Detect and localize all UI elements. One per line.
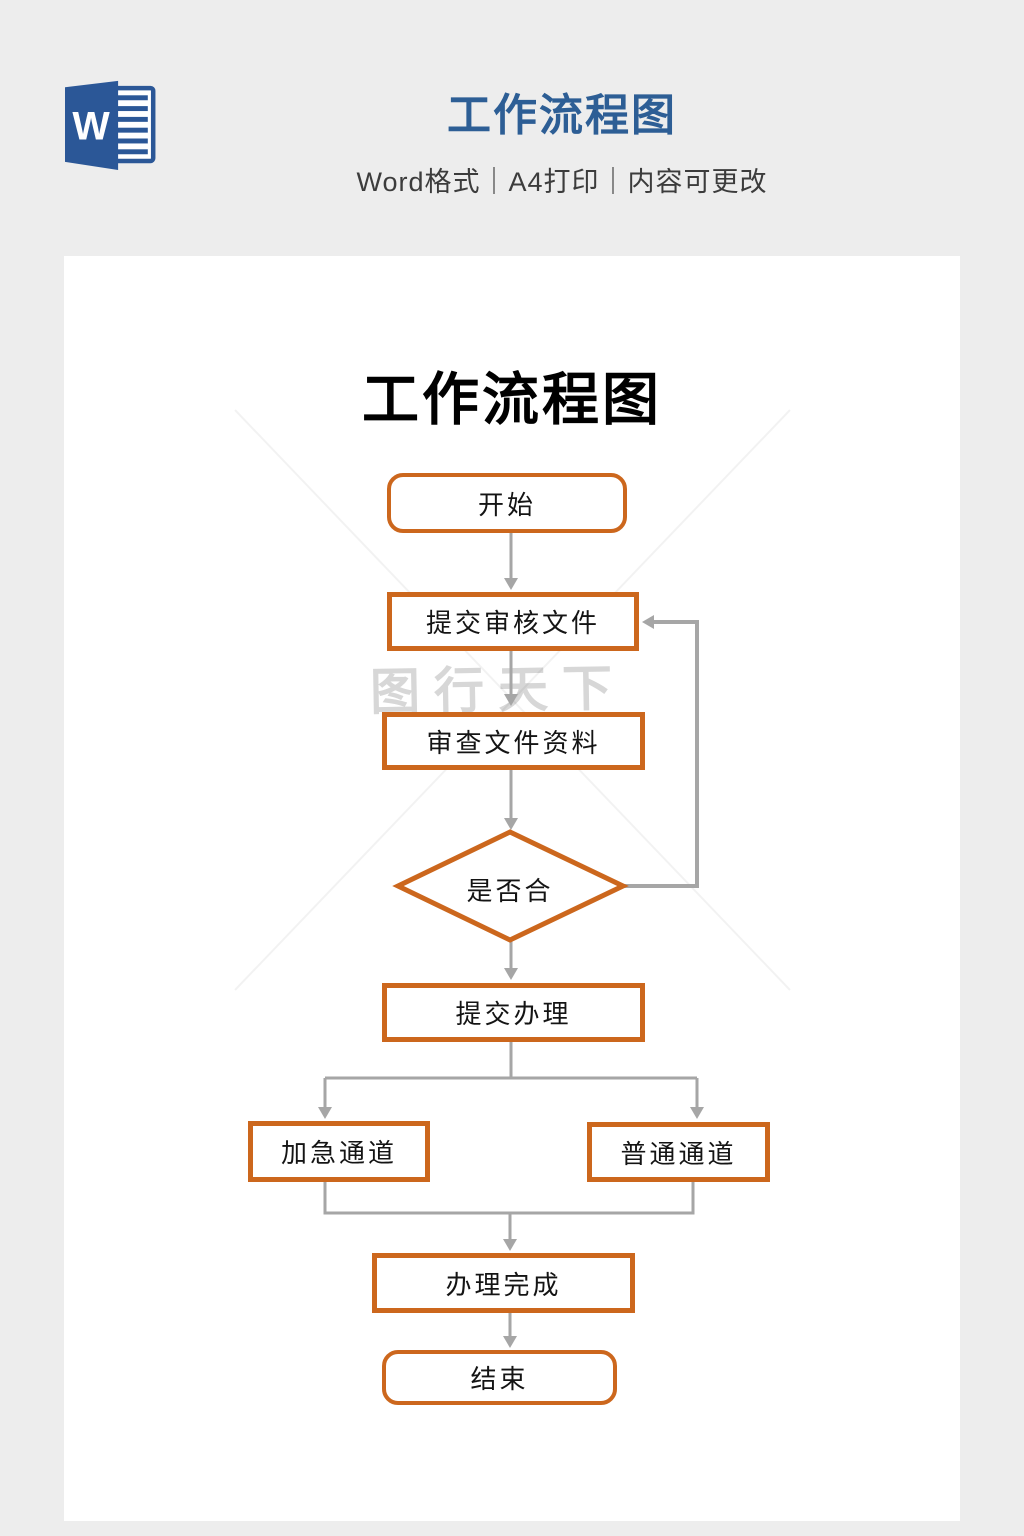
template-title: 工作流程图 — [447, 91, 677, 140]
template-subtitle: Word格式｜A4打印｜内容可更改 — [356, 167, 768, 198]
node-submit-process: 提交办理 — [382, 983, 645, 1042]
connector-lines — [323, 533, 699, 1336]
node-label: 加急通道 — [280, 1139, 397, 1168]
node-review-docs: 审查文件资料 — [382, 712, 645, 770]
flowchart-title: 工作流程图 — [362, 369, 662, 432]
word-letter: W — [72, 104, 110, 148]
node-label: 审查文件资料 — [426, 728, 601, 758]
node-normal-channel: 普通通道 — [587, 1122, 770, 1182]
flowchart-connectors — [234, 409, 791, 1348]
connector-arrowheads — [318, 578, 704, 1348]
node-label: 开始 — [477, 490, 536, 520]
feedback-loop-line — [623, 620, 699, 888]
node-label: 办理完成 — [445, 1270, 562, 1300]
word-logo-icon: W — [64, 80, 156, 170]
node-end: 结束 — [382, 1350, 617, 1405]
node-complete: 办理完成 — [372, 1253, 635, 1313]
template-banner: W 工作流程图 Word格式｜A4打印｜内容可更改 — [0, 0, 1024, 256]
node-decision-label: 是否合 — [466, 877, 554, 906]
node-decision-shape — [392, 829, 629, 943]
node-submit-review: 提交审核文件 — [387, 592, 639, 651]
node-label: 结束 — [470, 1365, 529, 1394]
node-express-channel: 加急通道 — [248, 1121, 430, 1182]
document-page: 工作流程图 图行天下 — [64, 256, 960, 1521]
node-start: 开始 — [387, 473, 627, 533]
node-label: 提交办理 — [455, 1000, 572, 1029]
node-label: 普通通道 — [620, 1139, 737, 1169]
banner-text-block: 工作流程图 Word格式｜A4打印｜内容可更改 — [0, 91, 1024, 199]
node-label: 提交审核文件 — [425, 609, 600, 638]
